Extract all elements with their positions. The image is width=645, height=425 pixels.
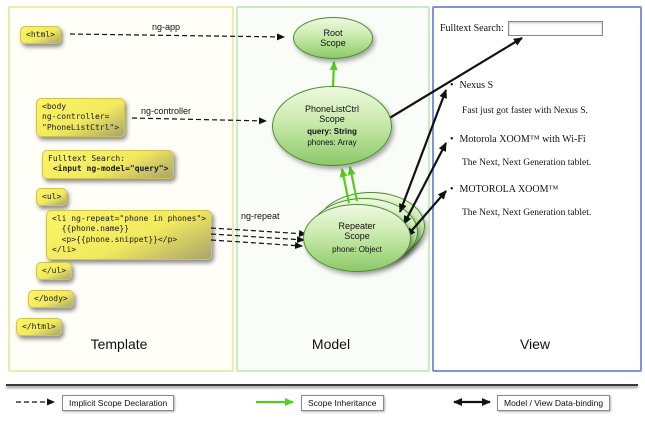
- code-line: </body>: [34, 294, 68, 303]
- view-item-title: MOTOROLA XOOM™: [459, 184, 559, 195]
- repeater-scope-ellipse: Repeater Scope phone: Object: [303, 204, 411, 272]
- view-panel-label: View: [519, 336, 551, 352]
- scope-name: Root: [323, 27, 343, 38]
- scope-name: PhoneListCtrl: [304, 103, 360, 114]
- scope-prop-query: query: String: [307, 127, 357, 137]
- model-panel: [236, 6, 430, 372]
- code-box-ul-close: </ul>: [36, 262, 73, 281]
- code-box-body-close: </body>: [28, 290, 74, 309]
- view-item-subtitle: The Next, Next Generation tablet.: [462, 208, 592, 218]
- scope-name: Scope: [320, 38, 346, 48]
- code-line: ng-controller=: [42, 112, 110, 122]
- scope-name: Scope: [319, 114, 345, 125]
- scope-prop-phone: phone: Object: [332, 244, 382, 254]
- legend-divider: [6, 384, 638, 386]
- code-box-ul-open: <ul>: [36, 188, 68, 207]
- scope-name: Scope: [344, 231, 370, 242]
- legend-implicit-label: Implicit Scope Declaration: [62, 395, 175, 411]
- view-item: • Nexus S: [450, 80, 493, 91]
- view-search-label: Fulltext Search:: [440, 23, 504, 34]
- code-line: <p>{{phone.snippet}}</p>: [52, 234, 178, 244]
- code-box-html-close: </html>: [16, 318, 62, 337]
- code-line: <html>: [26, 30, 55, 39]
- code-line: </html>: [22, 322, 56, 331]
- view-item: • Motorola XOOM™ with Wi-Fi: [450, 134, 586, 145]
- legend-inheritance-label: Scope Inheritance: [301, 395, 384, 411]
- ng-app-label: ng-app: [152, 22, 181, 32]
- code-box-fulltext-search: Fulltext Search: <input ng-model="query"…: [42, 150, 175, 179]
- bullet-icon: •: [450, 184, 454, 195]
- code-line: <li ng-repeat="phone in phones">: [52, 214, 207, 223]
- view-item-title: Nexus S: [459, 80, 494, 91]
- code-line: "PhoneListCtrl">: [42, 122, 120, 132]
- view-item-subtitle: Fast just got faster with Nexus S.: [462, 106, 588, 116]
- phonelistctrl-scope-ellipse: PhoneListCtrl Scope query: String phones…: [272, 86, 392, 166]
- scope-prop-phones: phones: Array: [307, 137, 357, 147]
- code-box-body-open: <body ng-controller= "PhoneListCtrl">: [36, 98, 126, 138]
- code-line: <body: [42, 102, 67, 111]
- template-panel-label: Template: [90, 336, 148, 352]
- code-box-html-open: <html>: [20, 26, 61, 45]
- view-item-title: Motorola XOOM™ with Wi-Fi: [459, 134, 586, 145]
- view-item-subtitle: The Next, Next Generation tablet.: [462, 158, 592, 168]
- code-line: {{phone.name}}: [52, 224, 130, 234]
- code-line: Fulltext Search:: [48, 154, 126, 163]
- root-scope-ellipse: Root Scope: [293, 17, 373, 59]
- code-box-li-repeat: <li ng-repeat="phone in phones"> {{phone…: [46, 210, 213, 260]
- code-line: <ul>: [42, 192, 62, 201]
- code-line: </li>: [52, 245, 77, 255]
- code-line: <input ng-model="query">: [48, 164, 169, 174]
- model-panel-label: Model: [311, 336, 351, 352]
- legend-databinding-label: Model / View Data-binding: [497, 395, 611, 411]
- view-item: • MOTOROLA XOOM™: [450, 184, 558, 195]
- bullet-icon: •: [450, 134, 454, 145]
- view-search-input[interactable]: [508, 21, 603, 36]
- bullet-icon: •: [450, 80, 454, 91]
- ng-repeat-label: ng-repeat: [241, 211, 280, 221]
- code-line: </ul>: [42, 266, 67, 275]
- ng-controller-label: ng-controller: [141, 106, 192, 116]
- scope-name: Repeater: [338, 220, 376, 231]
